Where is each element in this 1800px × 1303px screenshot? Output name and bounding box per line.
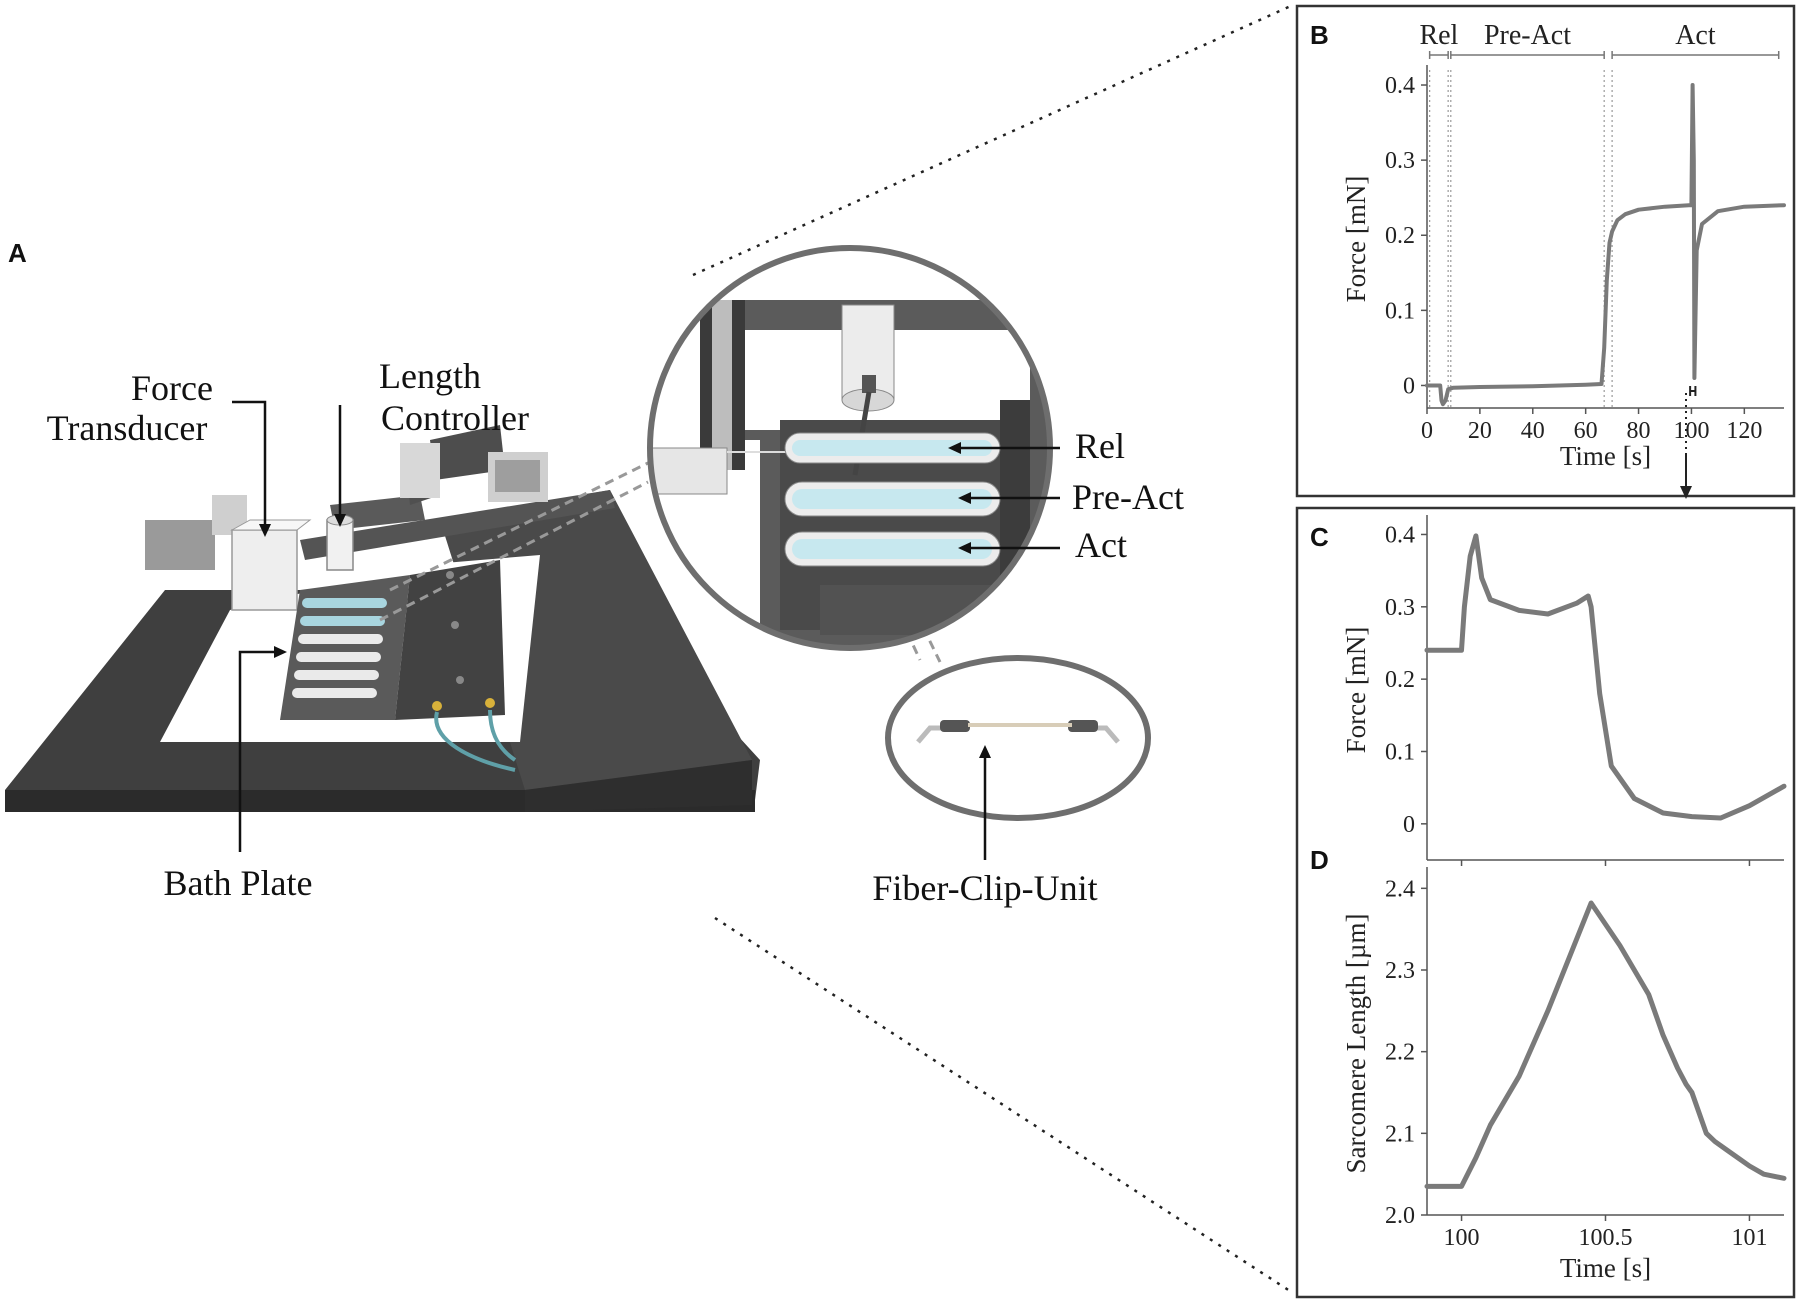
fiber-arrow <box>979 745 991 860</box>
chart-d-y-tick-label: 2.3 <box>1385 958 1415 984</box>
chart-d-x-label: Time [s] <box>1560 1253 1651 1283</box>
length-controller-label-line1: Length <box>379 356 481 396</box>
chart-c-y-tick-label: 0 <box>1403 812 1415 838</box>
chart-d-y-label: Sarcomere Length [µm] <box>1341 914 1371 1174</box>
phase-label: Pre-Act <box>1484 20 1571 51</box>
chart-d-x-tick-label: 100.5 <box>1579 1225 1633 1251</box>
chart-b: 0 0.1 0.2 0.3 0.4 0 20 40 60 80 100 120 Force [mN] Ti… <box>1341 20 1786 471</box>
chart-c-y-tick-label: 0.3 <box>1385 595 1415 621</box>
force-transducer-label-line2: Transducer <box>47 408 208 448</box>
chart-d-x-tick-label: 101 <box>1731 1225 1767 1251</box>
panel-a-letter: A <box>8 238 27 268</box>
panel-b-frame: B <box>1295 4 1796 498</box>
phase-label: Act <box>1675 20 1716 51</box>
chart-b-series-line <box>1425 83 1786 407</box>
chart-b-x-label: Time [s] <box>1560 441 1651 471</box>
fiber-clip-unit-label: Fiber-Clip-Unit <box>872 868 1097 908</box>
chart-d: 2.0 2.1 2.2 2.3 2.4 100 100.5 101 Sarcomere Leng… <box>1341 867 1787 1283</box>
chart-b-y-tick-label: 0.3 <box>1385 148 1415 174</box>
bath-plate <box>280 560 517 772</box>
controller-rails <box>300 425 615 560</box>
chart-d-y-tick-label: 2.4 <box>1385 876 1415 902</box>
chart-b-x-tick-label: 60 <box>1574 418 1598 444</box>
rel-bath-label: Rel <box>1075 426 1125 466</box>
chart-d-y-tick-label: 2.0 <box>1385 1203 1415 1229</box>
bath-zoom-circle <box>647 245 1053 651</box>
chart-b-y-tick-label: 0.4 <box>1385 73 1415 99</box>
chart-d-y-tick-label: 2.1 <box>1385 1121 1415 1147</box>
chart-d-x-tick-label: 100 <box>1444 1225 1480 1251</box>
chart-b-x-tick-label: 100 <box>1673 418 1709 444</box>
panel-c-letter: C <box>1310 522 1329 552</box>
fiber-clip-zoom <box>885 655 1151 821</box>
chart-d-series-line <box>1424 900 1787 1189</box>
chart-b-x-tick-label: 0 <box>1421 418 1433 444</box>
chart-d-y-tick-label: 2.2 <box>1385 1040 1415 1066</box>
chart-b-y-tick-label: 0.1 <box>1385 298 1415 324</box>
force-transducer <box>145 495 312 611</box>
chart-b-x-tick-label: 20 <box>1468 418 1492 444</box>
chart-b-x-tick-label: 40 <box>1521 418 1545 444</box>
chart-b-x-tick-label: 80 <box>1627 418 1651 444</box>
label-arrows <box>232 400 346 852</box>
length-controller-label-line2: Controller <box>381 398 529 438</box>
zoom-arrows <box>948 442 1060 554</box>
phase-label: Rel <box>1419 20 1458 51</box>
chart-c-series-line <box>1424 533 1787 821</box>
panel-b-letter: B <box>1310 20 1329 50</box>
panel-cd-frame: C D <box>1295 506 1796 1299</box>
chart-b-y-tick-label: 0 <box>1403 373 1415 399</box>
chart-b-y-tick-label: 0.2 <box>1385 223 1415 249</box>
chart-b-y-label: Force [mN] <box>1341 176 1371 303</box>
chart-c-y-tick-label: 0.1 <box>1385 739 1415 765</box>
chart-c-y-tick-label: 0.2 <box>1385 667 1415 693</box>
b-to-c-arrow <box>1680 393 1692 499</box>
panel-a: A <box>5 3 1294 1295</box>
dotted-guides <box>692 3 1294 1295</box>
chart-b-x-tick-label: 120 <box>1726 418 1762 444</box>
force-transducer-label-line1: Force <box>131 368 213 408</box>
panel-d-letter: D <box>1310 845 1329 875</box>
bath-plate-label: Bath Plate <box>164 863 313 903</box>
pre-act-bath-label: Pre-Act <box>1072 477 1184 517</box>
chart-c-y-label: Force [mN] <box>1341 627 1371 754</box>
act-bath-label: Act <box>1075 525 1127 565</box>
length-controller-motor <box>326 514 354 571</box>
chart-c-y-tick-label: 0.4 <box>1385 522 1415 548</box>
